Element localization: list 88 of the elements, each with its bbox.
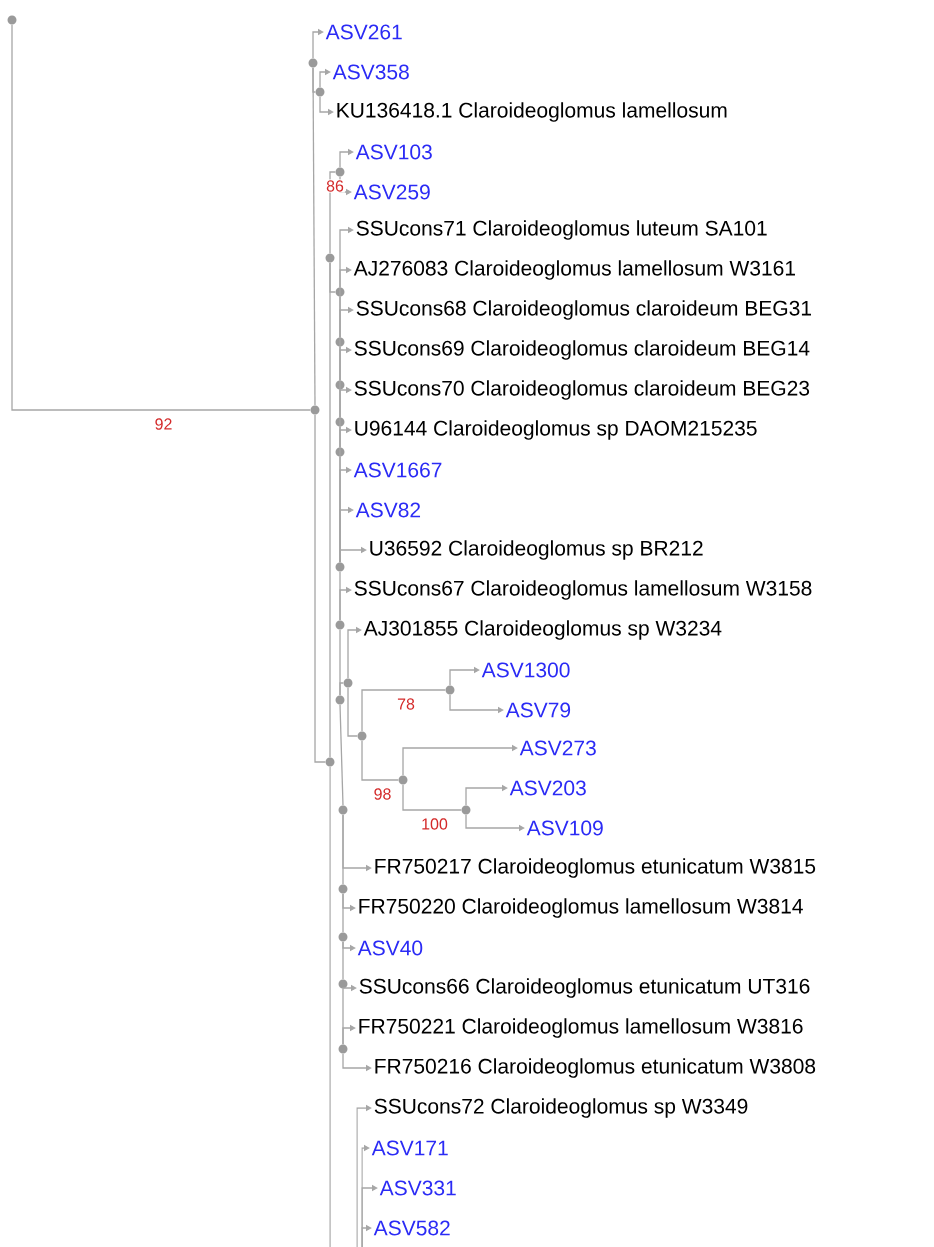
tree-branch (342, 941, 344, 980)
branch-node (335, 562, 345, 572)
leaf-label: ASV259 (353, 184, 430, 200)
leaf-label: ASV103 (355, 144, 432, 160)
branch-node (308, 58, 318, 68)
tree-branch (402, 744, 518, 776)
branch-node (335, 620, 345, 630)
leaf-label: SSUcons67 Claroideoglomus lamellosum W3158 (354, 580, 812, 600)
leaf-label: SSUcons70 Claroideoglomus claroideum BEG23 (354, 380, 810, 400)
tree-branch (314, 414, 326, 763)
tree-branch (342, 893, 344, 933)
tree-branch (361, 1224, 372, 1247)
leaf-label: ASV203 (509, 780, 586, 796)
tree-branch (347, 687, 358, 737)
branch-node (338, 884, 348, 894)
leaf-label: ASV1300 (481, 662, 570, 678)
branch-node (338, 979, 348, 989)
leaf-label: ASV273 (519, 740, 596, 756)
leaf-label: ASV79 (505, 702, 571, 718)
tree-branch (339, 586, 352, 621)
leaf-label: KU136418.1 Claroideoglomus lamellosum (337, 102, 727, 122)
tree-branch (329, 171, 336, 254)
tree-branch (312, 28, 324, 59)
tree-branch (356, 1104, 372, 1247)
leaf-label: SSUcons66 Claroideoglomus etunicatum UT316 (359, 978, 810, 998)
bootstrap-value: 100 (420, 817, 449, 831)
branch-node (7, 15, 17, 25)
branch-node (338, 1044, 348, 1054)
tree-branch (339, 148, 354, 168)
tree-branch (342, 1024, 356, 1045)
leaf-label: FR750221 Claroideoglomus lamellosum W3816 (359, 1018, 803, 1038)
branch-node (335, 695, 345, 705)
leaf-label: ASV261 (325, 24, 402, 40)
branch-node (335, 167, 345, 177)
branch-node (343, 678, 353, 688)
leaf-label: ASV40 (357, 940, 423, 956)
branch-node (310, 405, 320, 415)
branch-node (335, 337, 345, 347)
leaf-label: AJ276083 Claroideoglomus lamellosum W3161 (353, 260, 795, 280)
leaf-label: FR750220 Claroideoglomus lamellosum W3814 (359, 898, 803, 918)
tree-branch (312, 67, 316, 93)
tree-branch (339, 682, 344, 696)
tree-branch (361, 740, 399, 781)
leaf-label: SSUcons71 Claroideoglomus luteum SA101 (356, 220, 767, 240)
bootstrap-value: 78 (396, 697, 416, 711)
branch-node (325, 757, 335, 767)
branch-node (398, 775, 408, 785)
branch-node (315, 87, 325, 97)
leaf-label: ASV109 (526, 820, 603, 836)
leaf-label: ASV331 (379, 1180, 456, 1196)
branch-node (461, 805, 471, 815)
branch-node (445, 685, 455, 695)
leaf-label: ASV171 (371, 1140, 448, 1156)
leaf-label: FR750216 Claroideoglomus etunicatum W3808 (375, 1058, 816, 1078)
tree-branch (319, 68, 331, 88)
leaf-label: U96144 Claroideoglomus sp DAOM215235 (355, 420, 757, 440)
tree-branch (329, 262, 336, 293)
tree-branch (347, 626, 362, 679)
tree-branch (402, 784, 462, 811)
branch-node (325, 253, 335, 263)
leaf-label: ASV1667 (353, 462, 442, 478)
tree-branch (361, 689, 446, 732)
bootstrap-value: 98 (372, 787, 393, 801)
branch-node (338, 805, 348, 815)
branch-node (335, 380, 345, 390)
tree-branch (449, 666, 480, 686)
bootstrap-value: 92 (153, 417, 174, 431)
tree-branch (11, 24, 311, 411)
branch-node (335, 447, 345, 457)
bootstrap-value: 86 (325, 179, 345, 193)
branch-node (335, 417, 345, 427)
leaf-label: SSUcons68 Claroideoglomus claroideum BEG31 (356, 300, 811, 320)
leaf-label: SSUcons72 Claroideoglomus sp W3349 (374, 1098, 748, 1118)
leaf-label: ASV82 (355, 502, 420, 518)
leaf-label: ASV582 (373, 1220, 450, 1236)
tree-branch (339, 546, 367, 563)
tree-branch (465, 784, 508, 806)
leaf-label: SSUcons69 Claroideoglomus claroideum BEG14 (354, 340, 810, 360)
branch-node (335, 287, 345, 297)
branch-node (357, 731, 367, 741)
tree-branch (342, 814, 344, 885)
leaf-label: FR750217 Claroideoglomus etunicatum W3815 (375, 858, 816, 878)
leaf-label: U36592 Claroideoglomus sp BR212 (370, 540, 703, 560)
tree-branch (339, 704, 344, 806)
leaf-label: AJ301855 Claroideoglomus sp W3234 (363, 620, 722, 640)
leaf-label: ASV358 (332, 64, 409, 80)
branch-node (338, 932, 348, 942)
tree-branch (329, 766, 331, 1247)
